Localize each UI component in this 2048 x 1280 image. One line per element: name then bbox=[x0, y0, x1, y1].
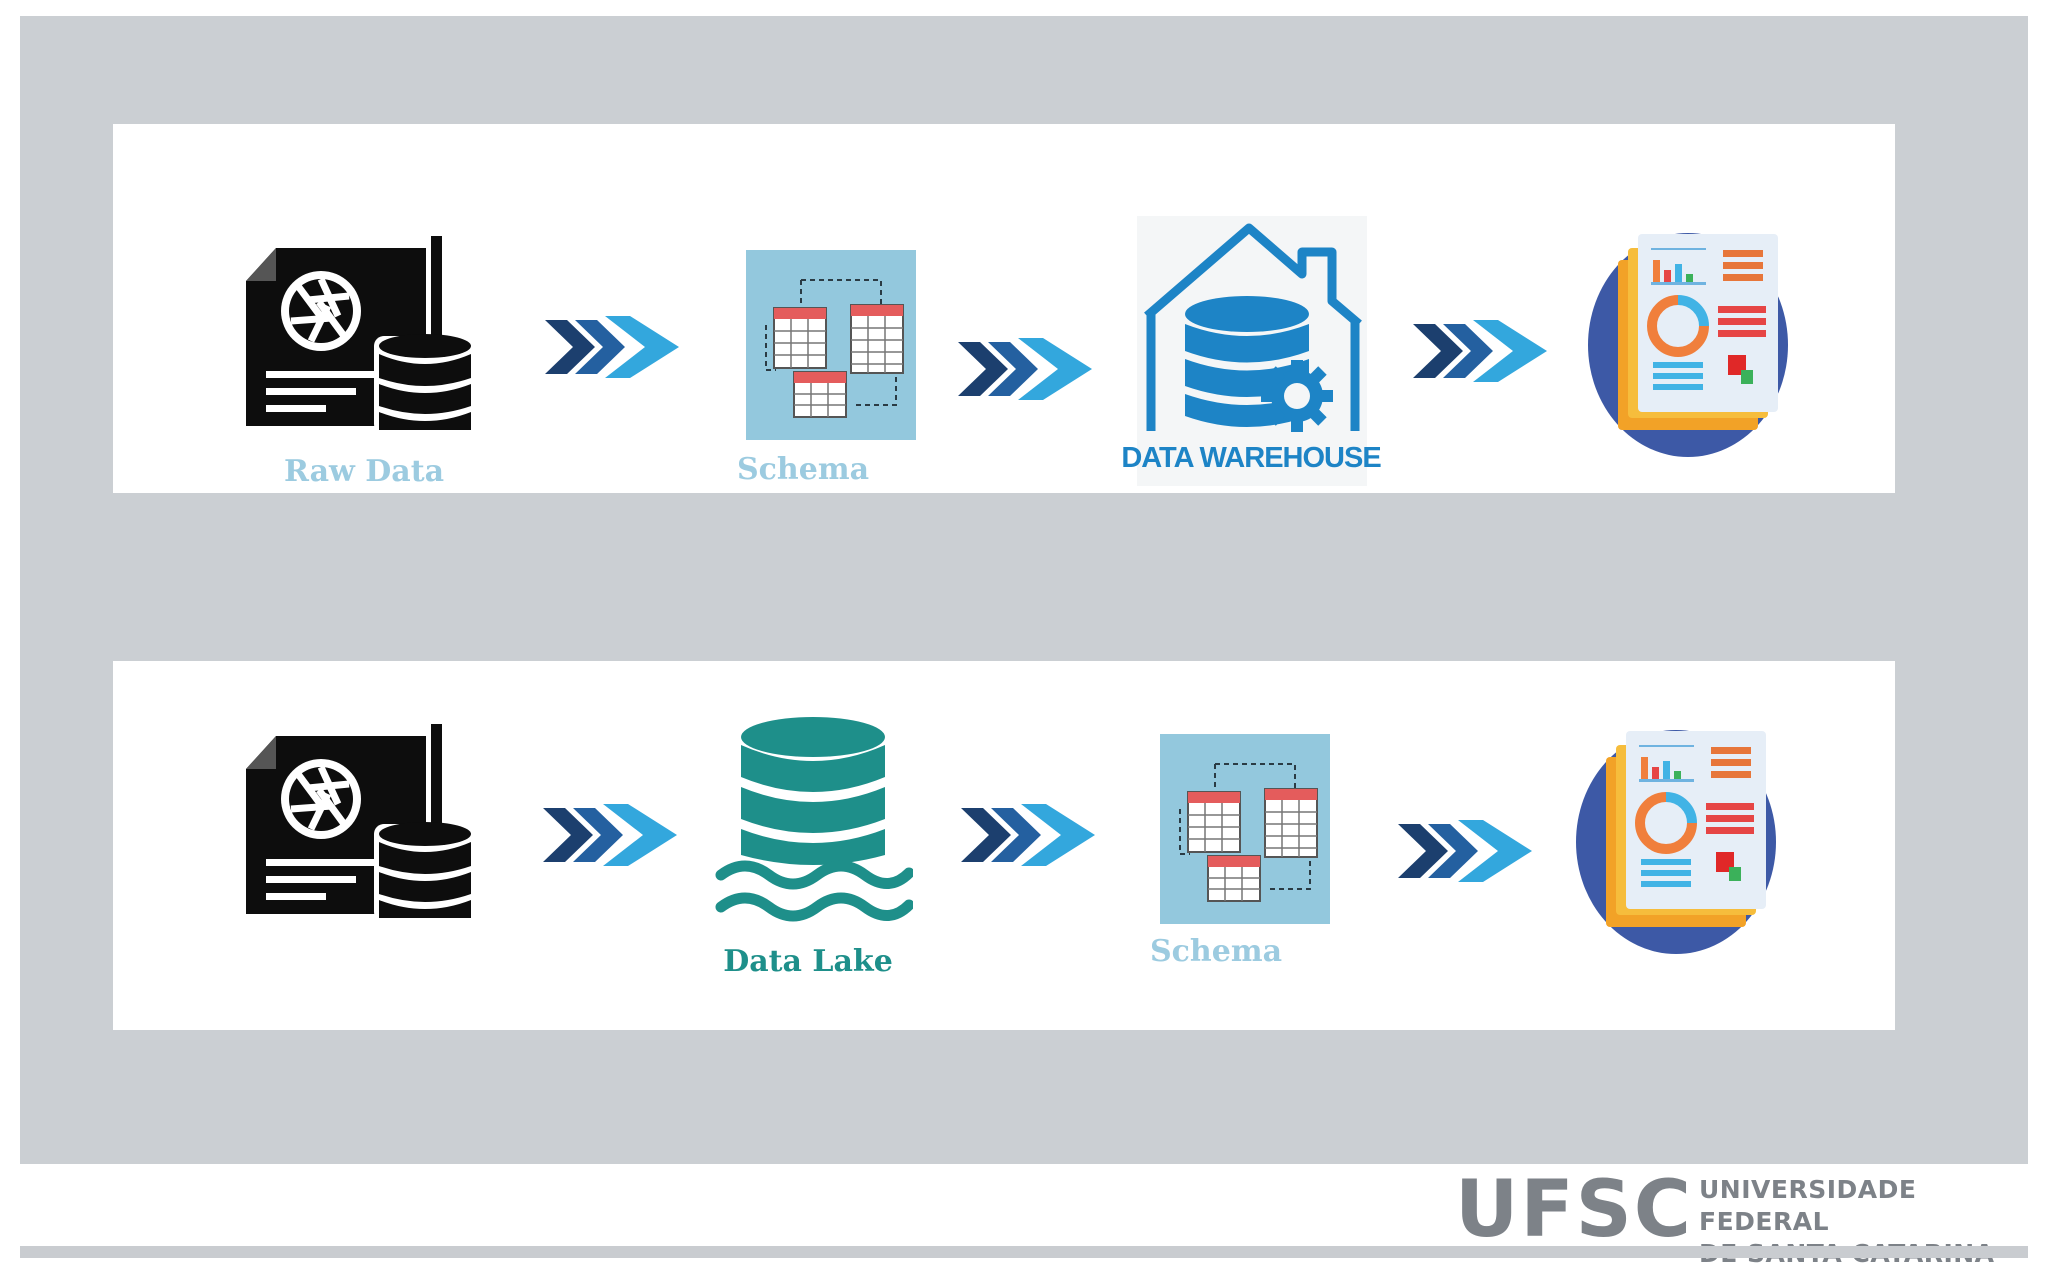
data-lake-label: Data Lake bbox=[723, 944, 893, 979]
flow-arrow-icon bbox=[1398, 816, 1538, 886]
data-warehouse-label: DATA WAREHOUSE bbox=[1121, 442, 1381, 474]
report-dashboard-icon bbox=[1583, 220, 1793, 460]
flow-arrow-icon bbox=[958, 334, 1098, 404]
raw-data-document-database-icon bbox=[246, 724, 476, 924]
flow-arrow-icon bbox=[961, 800, 1101, 870]
bottom-flow-panel: Data Lake Schema bbox=[113, 661, 1895, 1030]
ufsc-logo: UFSC UNIVERSIDADE FEDERAL DE SANTA CATAR… bbox=[1455, 1165, 2015, 1268]
data-lake-icon bbox=[713, 715, 913, 925]
logo-institution-name: UNIVERSIDADE FEDERAL DE SANTA CATARINA bbox=[1699, 1174, 2015, 1270]
footer-divider bbox=[20, 1246, 2028, 1258]
schema-tables-icon bbox=[746, 250, 916, 440]
flow-arrow-icon bbox=[545, 312, 685, 382]
logo-name-line-1: UNIVERSIDADE FEDERAL bbox=[1699, 1175, 1917, 1236]
flow-arrow-icon bbox=[1413, 316, 1553, 386]
top-flow-panel: Raw Data Schema DATA WAREHOUSE bbox=[113, 124, 1895, 493]
schema-tables-icon bbox=[1160, 734, 1330, 924]
logo-mark: UFSC bbox=[1455, 1165, 1694, 1255]
flow-arrow-icon bbox=[543, 800, 683, 870]
report-dashboard-icon bbox=[1571, 717, 1781, 957]
schema-label: Schema bbox=[1149, 934, 1283, 969]
schema-label: Schema bbox=[736, 452, 870, 487]
raw-data-label: Raw Data bbox=[283, 454, 445, 489]
raw-data-document-database-icon bbox=[246, 236, 476, 436]
